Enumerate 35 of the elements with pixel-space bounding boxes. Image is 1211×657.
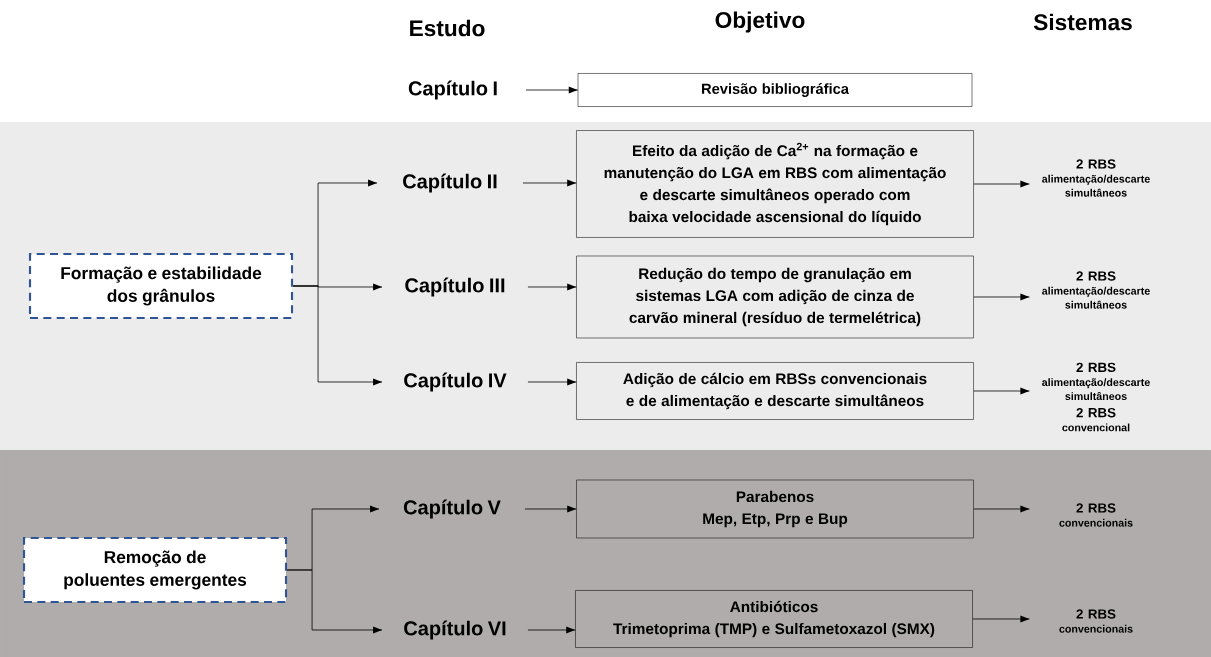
arrow — [524, 505, 577, 513]
objective-box: Redução do tempo de granulação em sistemas LGA com adição de cinza de carvão mineral (resíduo de termelétrica) — [576, 255, 974, 339]
chapter-label: Capítulo V — [403, 499, 501, 519]
arrow — [973, 387, 1030, 395]
arrow — [973, 180, 1030, 188]
arrow — [527, 378, 577, 386]
system-label: 2 RBS alimentação/descarte simultâneos 2 RBS convencional — [1042, 362, 1150, 432]
theme-box: Formação e estabilidade dos grânulos — [28, 252, 294, 320]
connector — [286, 569, 383, 634]
theme-box: Remoção de poluentes emergentes — [22, 536, 288, 604]
chapter-label: Capítulo I — [408, 80, 497, 100]
objective-box: Adição de cálcio em RBSs convencionais e de alimentação e descarte simultâneos — [576, 362, 974, 420]
column-heading: Objetivo — [715, 11, 805, 33]
objective-box: Revisão bibliográfica — [577, 73, 973, 107]
column-heading: Sistemas — [1033, 13, 1132, 31]
system-label: 2 RBS convencionais — [1059, 503, 1133, 527]
chapter-label: Capítulo III — [405, 277, 505, 297]
arrow — [527, 626, 576, 634]
arrow — [972, 615, 1030, 623]
system-label: 2 RBS alimentação/descarte simultâneos — [1042, 271, 1150, 309]
chapter-label: Capítulo VI — [404, 620, 506, 640]
arrow — [525, 86, 579, 94]
objective-box: Efeito da adição de Ca$^{2+}$ na formação e manutenção do LGA em RBS com alimentação e descarte simultâneos operado com baixa velocidade ascensional do líquido — [576, 130, 974, 238]
arrow — [973, 505, 1030, 513]
arrow — [522, 179, 577, 187]
chapter-label: Capítulo II — [403, 173, 497, 193]
chapter-label: Capítulo IV — [404, 372, 507, 392]
arrow — [527, 283, 577, 291]
system-label: 2 RBS alimentação/descarte simultâneos — [1042, 159, 1150, 197]
objective-box: Antibióticos Trimetoprima (TMP) e Sulfametoxazol (SMX) — [575, 590, 973, 648]
arrow — [973, 293, 1030, 301]
column-heading: Estudo — [410, 19, 485, 37]
objective-box: Parabenos Mep, Etp, Prp e Bup — [576, 479, 974, 539]
system-label: 2 RBS convencionais — [1059, 609, 1133, 633]
connector — [292, 285, 383, 386]
